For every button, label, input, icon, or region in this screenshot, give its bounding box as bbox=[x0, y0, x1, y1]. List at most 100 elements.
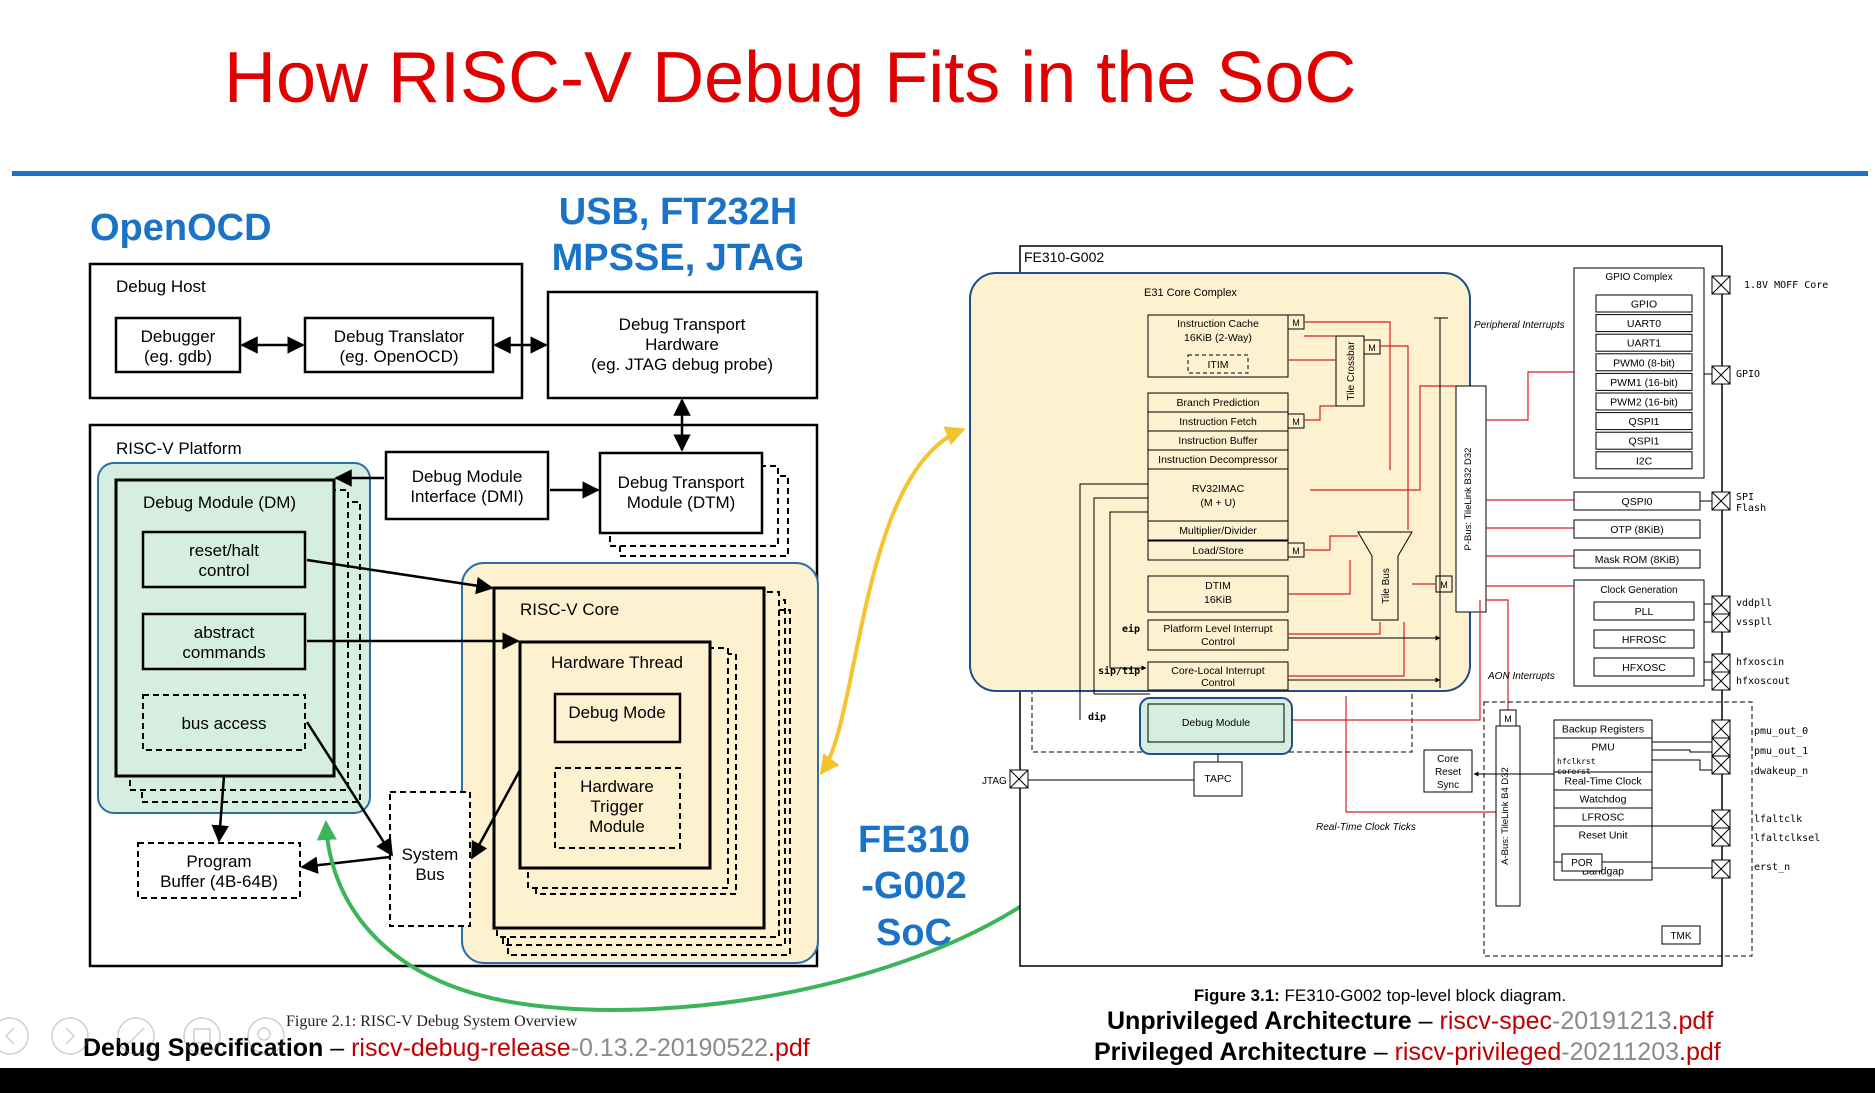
crossbar-master bbox=[1363, 339, 1381, 355]
dm-progbuf-arrow bbox=[211, 775, 229, 843]
tapc-box bbox=[1193, 761, 1243, 797]
gpio-complex-label: GPIO Complex bbox=[1605, 272, 1672, 283]
sysbus-progbuf-arrow bbox=[300, 855, 391, 874]
rv32-line2: (M + U) bbox=[1200, 497, 1235, 509]
presenter-toolbar bbox=[0, 1017, 285, 1055]
core-blocks: Instruction Cache 16KiB (2-Way) ITIM M B… bbox=[1147, 314, 1487, 691]
clock-item-box bbox=[1593, 601, 1695, 621]
eip-label: eip bbox=[1122, 623, 1140, 635]
gpio-item-label: PWM0 (8-bit) bbox=[1613, 357, 1675, 369]
tile-bus-label: Tile Bus bbox=[1381, 568, 1392, 604]
tile-crossbar-box bbox=[1335, 335, 1365, 407]
core-complex-label: E31 Core Complex bbox=[1144, 287, 1237, 299]
pen-icon[interactable] bbox=[117, 1017, 155, 1055]
zoom-icon[interactable] bbox=[247, 1017, 285, 1055]
aon-domain bbox=[1483, 701, 1753, 957]
title-divider bbox=[12, 171, 1868, 176]
transport-hw-line3: (eg. JTAG debug probe) bbox=[591, 355, 773, 374]
debug-mode-label: Debug Mode bbox=[568, 703, 665, 722]
system-bus-box bbox=[389, 791, 471, 927]
aon-item-label: PMU bbox=[1591, 742, 1614, 754]
next-slide-icon[interactable] bbox=[51, 1017, 89, 1055]
pbus-bar bbox=[1455, 385, 1487, 613]
aon-item-label: Watchdog bbox=[1580, 794, 1627, 806]
translator-line1: Debug Translator bbox=[334, 327, 465, 346]
fetch-master bbox=[1287, 413, 1305, 429]
debug-spec-file[interactable]: riscv-debug-release bbox=[351, 1034, 571, 1062]
debug-module-box bbox=[1147, 703, 1285, 743]
system-bus-line1: System bbox=[402, 845, 459, 864]
io-pad-icon bbox=[1711, 275, 1731, 295]
dtm-line2: Module (DTM) bbox=[627, 493, 736, 512]
transport-hw-box bbox=[546, 290, 819, 400]
unpriv-bold: Unprivileged Architecture bbox=[1107, 1007, 1412, 1035]
rv32-line1: RV32IMAC bbox=[1192, 483, 1245, 495]
debug-host-label: Debug Host bbox=[116, 277, 206, 296]
trigger-line3: Module bbox=[589, 817, 645, 836]
slides-grid-icon[interactable] bbox=[183, 1017, 221, 1055]
debug-mode-box bbox=[553, 692, 682, 744]
core-bus-wires bbox=[1288, 321, 1574, 813]
abstract-line2: commands bbox=[182, 643, 265, 662]
trigger-box bbox=[554, 767, 681, 849]
right-figure-caption: Figure 3.1: FE310-G002 top-level block d… bbox=[1194, 986, 1566, 1005]
itim-box bbox=[1187, 354, 1249, 374]
dip-label: dip bbox=[1088, 711, 1106, 723]
dmi-line1: Debug Module bbox=[412, 467, 523, 486]
maskrom-box bbox=[1573, 549, 1701, 569]
io-pads bbox=[1711, 275, 1731, 879]
chip-label: FE310-G002 bbox=[1024, 249, 1104, 265]
io-pad-icon bbox=[1711, 827, 1731, 847]
prev-slide-icon[interactable] bbox=[0, 1017, 29, 1055]
io-pad-icon bbox=[1711, 671, 1731, 691]
clock-item-box bbox=[1593, 657, 1695, 677]
left-diagram: OpenOCD USB, FT232H MPSSE, JTAG Debug Ho… bbox=[83, 191, 819, 1062]
pin-lfaltclksel: lfaltclksel bbox=[1754, 833, 1820, 844]
clint-line2: Control bbox=[1201, 677, 1235, 689]
program-buffer-line2: Buffer (4B-64B) bbox=[160, 872, 278, 891]
translator-box bbox=[303, 316, 495, 374]
core-mapping-arrow bbox=[819, 426, 966, 776]
buffer-label: Instruction Buffer bbox=[1178, 435, 1258, 447]
unpriv-file[interactable]: riscv-spec bbox=[1440, 1007, 1553, 1035]
reset-halt-line2: control bbox=[198, 561, 249, 580]
fetch-m: M bbox=[1292, 417, 1300, 427]
clock-item-label: PLL bbox=[1635, 606, 1654, 618]
translator-line2: (eg. OpenOCD) bbox=[339, 347, 458, 366]
loadstore-label: Load/Store bbox=[1192, 545, 1244, 557]
abus-label: A-Bus: TileLink B4 D32 bbox=[1500, 767, 1511, 865]
debugger-line1: Debugger bbox=[141, 327, 216, 346]
pbus-label: P-Bus: TileLink B32 D32 bbox=[1463, 448, 1474, 551]
bus-access-label: bus access bbox=[181, 714, 266, 733]
priv-file[interactable]: riscv-privileged bbox=[1395, 1038, 1562, 1066]
clock-item-box bbox=[1593, 629, 1695, 649]
icache-m: M bbox=[1292, 318, 1300, 328]
gpio-item-label: QSPI1 bbox=[1629, 436, 1660, 448]
trigger-line1: Hardware bbox=[580, 777, 654, 796]
program-buffer-line1: Program bbox=[186, 852, 251, 871]
tmk-label: TMK bbox=[1670, 931, 1691, 942]
itim-label: ITIM bbox=[1208, 359, 1229, 371]
tmk-box bbox=[1661, 925, 1701, 945]
pad-labels: 1.8V MOFF Core GPIO SPI Flash vddpll vss… bbox=[1736, 280, 1828, 873]
core-reset-line2: Reset bbox=[1435, 767, 1461, 778]
io-pad-icon bbox=[1711, 737, 1731, 757]
platform-label: RISC-V Platform bbox=[116, 439, 242, 458]
trigger-line2: Trigger bbox=[590, 797, 644, 816]
dtim-line1: DTIM bbox=[1205, 580, 1231, 592]
program-buffer-box bbox=[137, 842, 301, 899]
jtag-label: JTAG bbox=[982, 776, 1007, 787]
fetch-label: Instruction Fetch bbox=[1179, 416, 1257, 428]
clock-item-label: HFROSC bbox=[1622, 634, 1667, 646]
otp-label: OTP (8KiB) bbox=[1610, 524, 1663, 536]
unpriv-version: -20191213 bbox=[1552, 1007, 1672, 1035]
maskrom-label: Mask ROM (8KiB) bbox=[1595, 554, 1680, 566]
bottom-bar bbox=[0, 1068, 1875, 1093]
reset-halt-box bbox=[141, 530, 307, 589]
gpio-item-box bbox=[1595, 314, 1693, 333]
pin-pmu-out-0: pmu_out_0 bbox=[1754, 726, 1808, 737]
right-figure-bold: Figure 3.1: bbox=[1194, 986, 1280, 1005]
aon-item-label: Real-Time Clock bbox=[1564, 776, 1642, 788]
pin-hfxoscout: hfxoscout bbox=[1736, 676, 1790, 687]
dm-label: Debug Module (DM) bbox=[143, 493, 296, 512]
